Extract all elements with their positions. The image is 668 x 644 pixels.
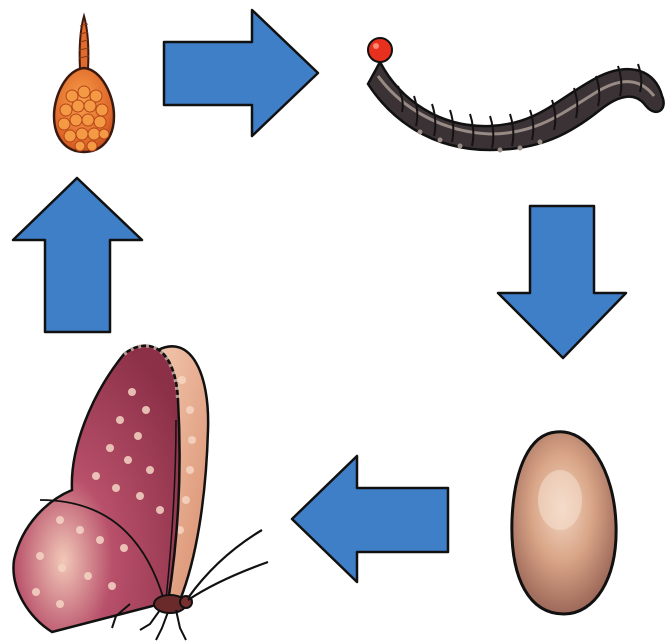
pupa-icon <box>512 432 616 614</box>
arrow-right-icon <box>164 10 318 136</box>
arrow-up-icon <box>13 178 142 332</box>
butterfly-icon <box>13 346 268 640</box>
arrow-left-icon <box>292 456 448 582</box>
arrow-down-icon <box>498 206 626 358</box>
caterpillar-icon <box>368 38 664 153</box>
egg-icon <box>54 16 114 152</box>
